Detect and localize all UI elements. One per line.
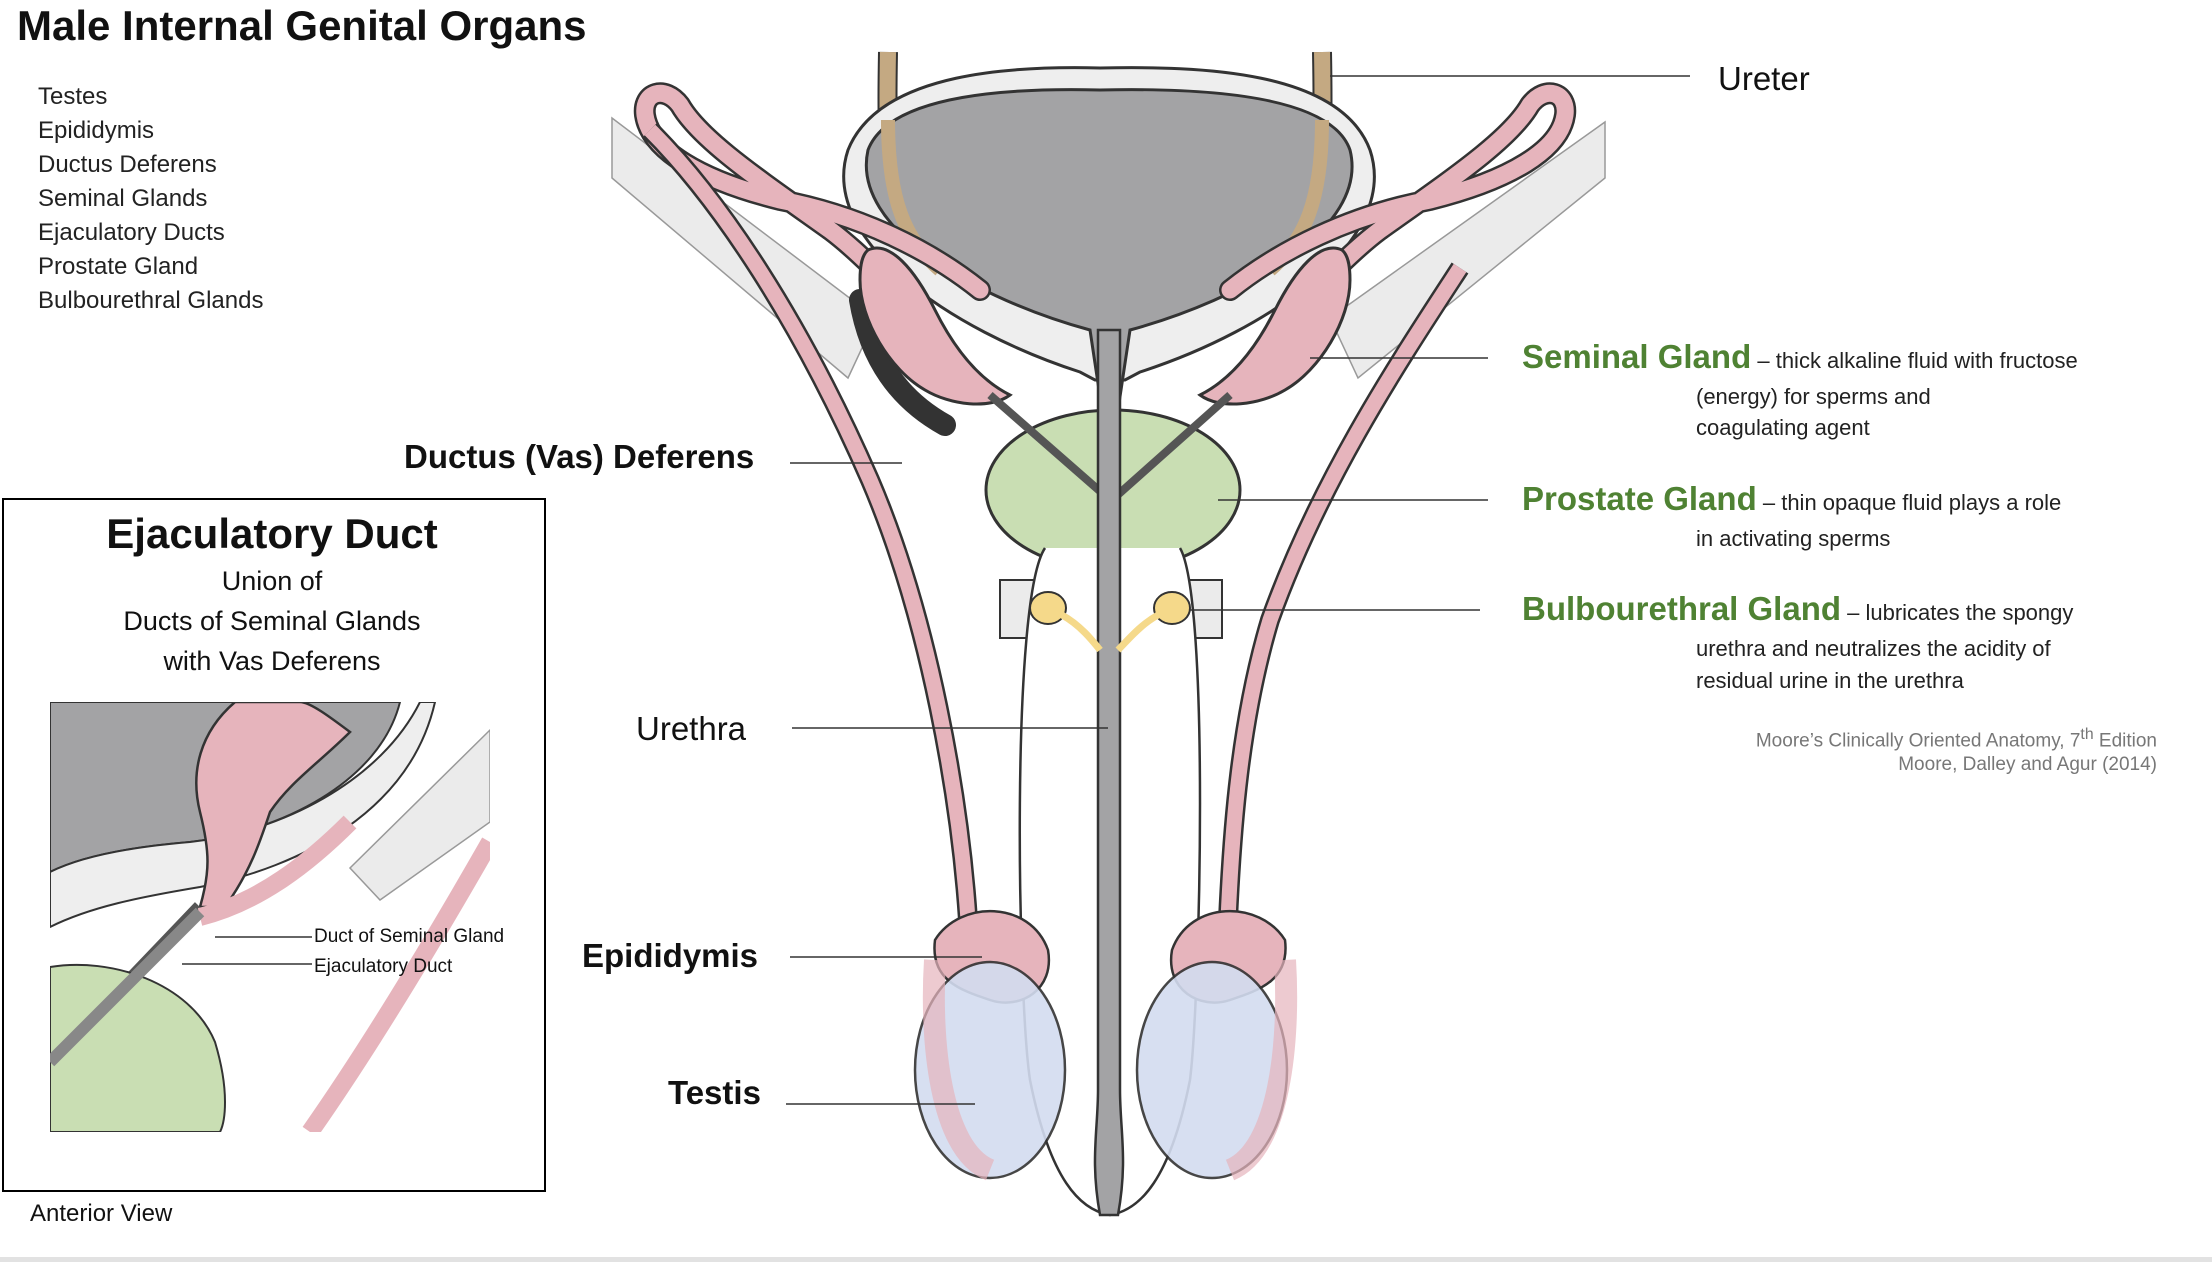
- prostate-gland-caption: Prostate Gland – thin opaque fluid plays…: [1522, 480, 2061, 518]
- view-label: Anterior View: [30, 1200, 173, 1227]
- inset-prostate: [50, 963, 226, 1132]
- bulbourethral-duct-left: [1060, 611, 1103, 653]
- bulbourethral-gland-right: [1153, 591, 1191, 625]
- inset-vas-deferens: [197, 815, 357, 926]
- citation-sup: th: [2080, 726, 2094, 743]
- organ-list-item: Epididymis: [38, 117, 155, 144]
- inset-subtitle-line: Ducts of Seminal Glands: [123, 606, 421, 636]
- inset-subtitle-line: with Vas Deferens: [163, 646, 381, 676]
- bulbourethral-duct-right: [1115, 611, 1160, 653]
- inset-vas-descending: [302, 837, 490, 1132]
- inset-label-ejaculatory: Ejaculatory Duct: [314, 956, 453, 977]
- seminal-gland-dash: –: [1751, 348, 1776, 373]
- citation-suffix: Edition: [2093, 730, 2157, 752]
- seminal-gland-title: Seminal Gland: [1522, 338, 1752, 375]
- prostate-gland-dash: –: [1756, 490, 1782, 515]
- organ-list-item: Ejaculatory Ducts: [38, 219, 225, 246]
- inset-seminal-gland: [195, 702, 352, 909]
- vas-descending-left-fill: [644, 124, 976, 921]
- inset-diagram: [50, 702, 490, 1132]
- citation-line-1: Moore’s Clinically Oriented Anatomy, 7th…: [1756, 726, 2157, 752]
- seminal-gland-caption: Seminal Gland – thick alkaline fluid wit…: [1522, 338, 2078, 376]
- organ-list-item: Bulbourethral Glands: [38, 287, 264, 314]
- bulbourethral-gland-dash: –: [1841, 600, 1866, 625]
- seminal-gland-desc-cont: coagulating agent: [1696, 415, 1870, 440]
- ejaculatory-duct-left: [987, 391, 1113, 504]
- prostate-gland-desc: thin opaque fluid plays a role: [1781, 490, 2062, 515]
- bottom-divider: [0, 1257, 2212, 1262]
- bulbourethral-gland-caption: Bulbourethral Gland – lubricates the spo…: [1522, 590, 2073, 628]
- label-testis: Testis: [668, 1074, 761, 1111]
- vas-deferens-right-fill: [1221, 84, 1574, 309]
- urethra: [1093, 328, 1125, 1217]
- bulbourethral-gland-desc-cont: urethra and neutralizes the acidity of: [1696, 636, 2051, 661]
- inset-bladder-wall: [50, 702, 437, 929]
- organ-list: Testes Epididymis Ductus Deferens Semina…: [38, 80, 263, 318]
- inset-ejaculatory-duct-lower: [50, 907, 205, 1067]
- epididymis-tail-left: [922, 959, 996, 1181]
- seminal-gland-desc: thick alkaline fluid with fructose: [1775, 348, 2078, 373]
- citation-line-2: Moore, Dalley and Agur (2014): [1898, 754, 2157, 775]
- inset-label-duct: Duct of Seminal Gland: [314, 926, 505, 947]
- prostate-gland-title: Prostate Gland: [1522, 480, 1757, 517]
- bulbourethral-gland-desc: lubricates the spongy: [1865, 600, 2074, 625]
- label-ureter: Ureter: [1718, 60, 1810, 97]
- seminal-gland-left: [858, 246, 1013, 406]
- vas-deferens-left-fill: [636, 84, 989, 309]
- organ-list-item: Seminal Glands: [38, 185, 208, 212]
- bulbourethral-gland-desc-cont: residual urine in the urethra: [1696, 668, 1964, 693]
- label-epididymis: Epididymis: [582, 937, 759, 974]
- page-title: Male Internal Genital Organs: [17, 2, 587, 49]
- inset-subtitle-line: Union of: [221, 566, 323, 596]
- label-urethra: Urethra: [636, 710, 747, 747]
- bulbourethral-gland-left: [1029, 591, 1067, 625]
- prostate-gland-desc-cont: in activating sperms: [1696, 526, 1891, 551]
- organ-list-item: Prostate Gland: [38, 253, 199, 280]
- citation-text: Moore’s Clinically Oriented Anatomy, 7: [1755, 730, 2081, 752]
- ejaculatory-duct-right: [1109, 392, 1233, 503]
- pelvic-band-right: [1329, 120, 1606, 380]
- seminal-gland-desc-cont: (energy) for sperms and: [1696, 384, 1931, 409]
- inset-title: Ejaculatory Duct: [106, 510, 438, 557]
- epididymis-tail-right: [1224, 959, 1298, 1181]
- inset-pelvic-band: [348, 728, 490, 901]
- seminal-gland-right: [1197, 246, 1352, 406]
- bulbourethral-gland-title: Bulbourethral Gland: [1522, 590, 1842, 627]
- label-ductus-deferens: Ductus (Vas) Deferens: [404, 438, 755, 475]
- organ-list-item: Testes: [38, 83, 108, 110]
- organ-list-item: Ductus Deferens: [38, 151, 217, 178]
